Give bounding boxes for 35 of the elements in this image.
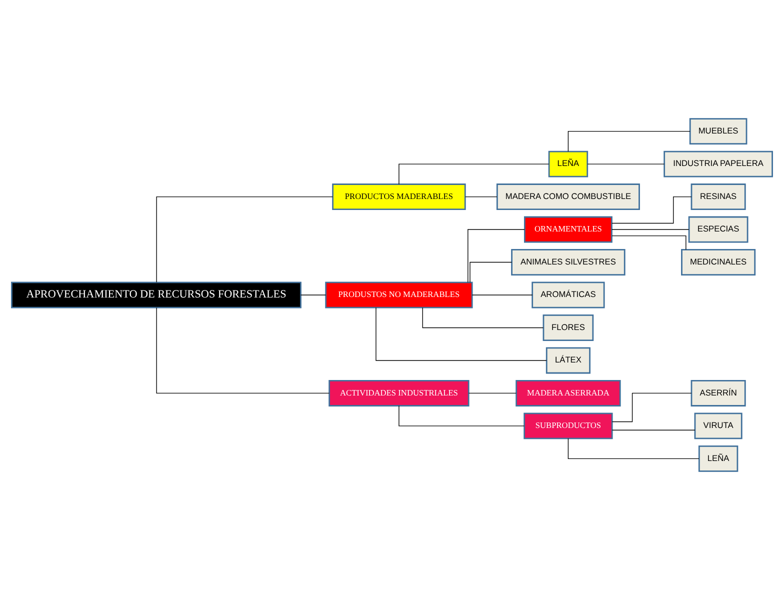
node-box: AROMÁTICAS <box>532 281 605 308</box>
connector <box>376 306 547 360</box>
connector <box>611 228 690 230</box>
connector <box>398 163 550 184</box>
connector <box>568 438 700 459</box>
connector <box>587 163 665 164</box>
connector <box>156 306 330 394</box>
node-box: INDUSTRIA PAPELERA <box>664 150 773 177</box>
connector <box>398 404 525 426</box>
connector <box>156 196 334 282</box>
connector <box>472 294 533 295</box>
connector <box>612 234 686 250</box>
connector <box>465 196 498 197</box>
node-box: LÁTEX <box>546 346 590 374</box>
node-box: VIRUTA <box>694 412 742 439</box>
connector <box>468 392 516 394</box>
node-box: ANIMALES SILVESTRES <box>511 248 626 275</box>
node-box: MADERA COMO COMBUSTIBLE <box>496 183 640 210</box>
node-box: RESINAS <box>690 183 746 210</box>
node-box: FLORES <box>542 314 594 340</box>
node-box: MEDICINALES <box>681 248 756 275</box>
connector <box>612 392 692 422</box>
node-box: APROVECHAMIENTO DE RECURSOS FORESTALES <box>11 281 302 308</box>
connector <box>300 294 326 295</box>
connector <box>612 196 692 224</box>
node-box: MUEBLES <box>689 118 748 144</box>
connector <box>612 429 696 430</box>
node-box: LEÑA <box>548 150 588 177</box>
node-box: ASERRÍN <box>690 379 746 406</box>
connector <box>422 306 544 328</box>
connector <box>568 130 690 152</box>
node-box: ESPECIAS <box>688 216 748 242</box>
connector <box>470 261 512 282</box>
node-box: LEÑA <box>698 444 738 472</box>
connector <box>468 228 525 282</box>
